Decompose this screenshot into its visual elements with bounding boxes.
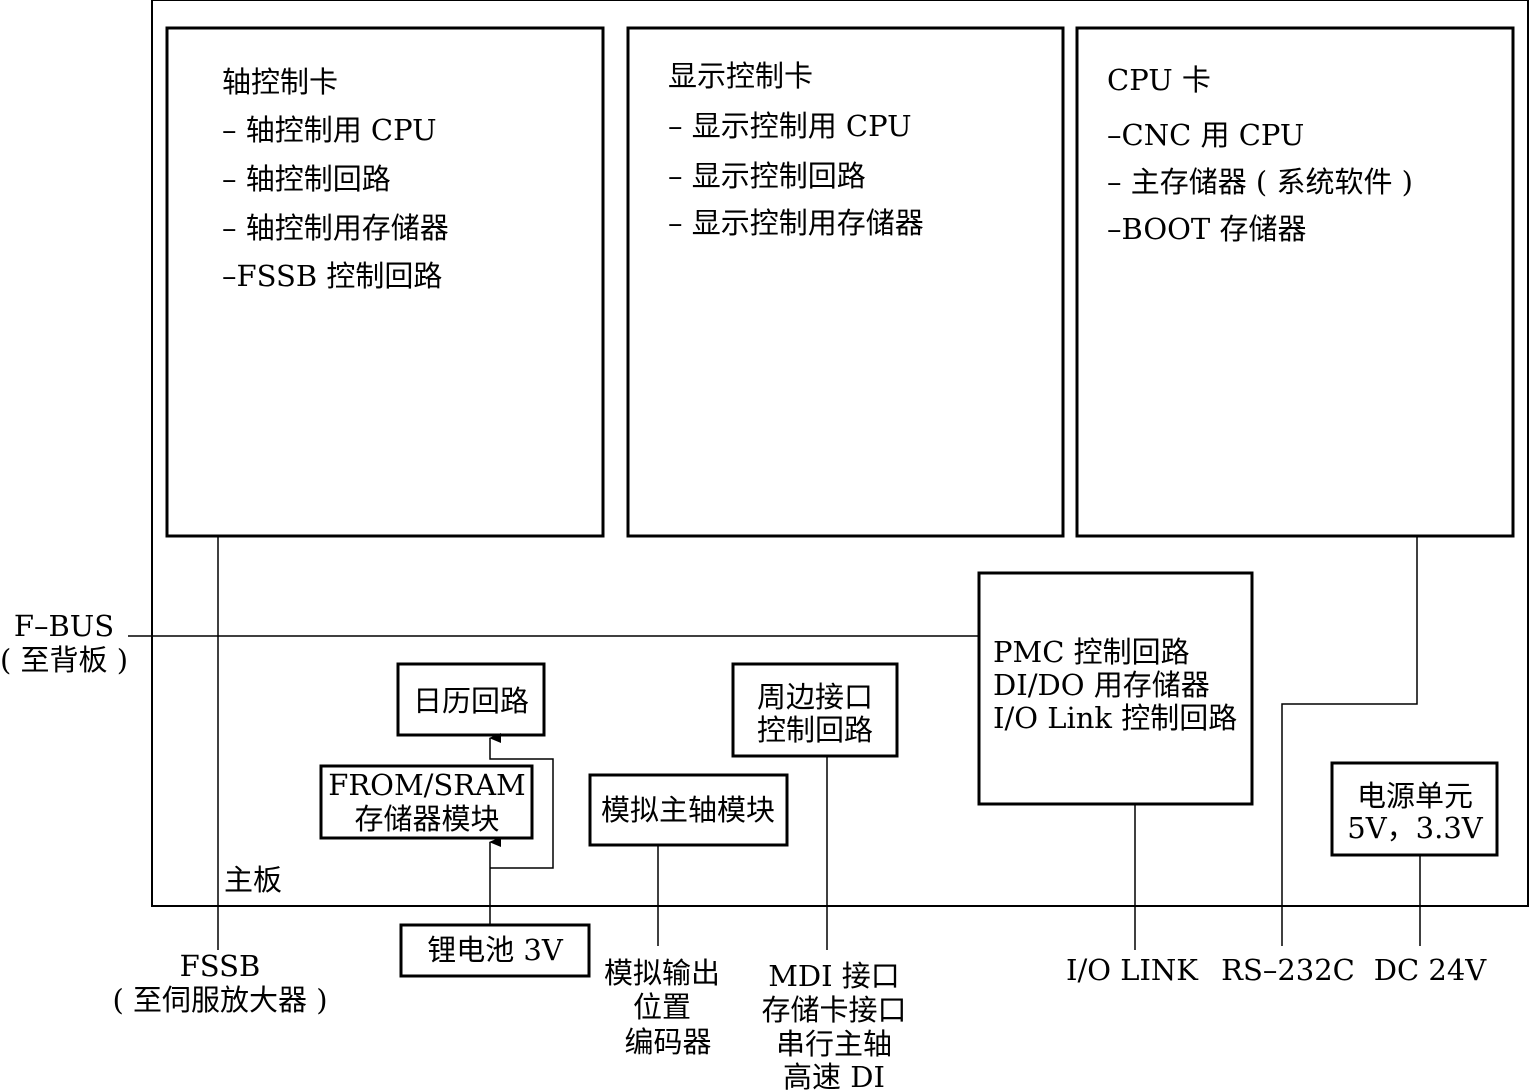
axis-card-item: – 轴控制用存储器 [222,211,449,245]
from-sram-block: FROM/SRAM 存储器模块 [319,764,534,840]
from-sram-box [319,764,534,840]
cpu-card-box [1075,26,1515,538]
cpu-card-title: CPU 卡 [1107,63,1211,97]
power-unit-line: 5V，3.3V [1347,811,1484,845]
analog-output-label: 位置 [633,990,691,1024]
mdi-output-label: 存储卡接口 [761,993,906,1027]
pmc-line: I/O Link 控制回路 [993,701,1237,735]
power-unit-box [1330,761,1499,857]
mdi-output-label: 串行主轴 [776,1027,892,1061]
peripheral-line: 周边接口 [757,680,873,714]
battery-to-calendar-arrow [489,733,554,869]
pmc-line: DI/DO 用存储器 [993,668,1210,702]
power-unit-block: 电源单元 5V，3.3V [1330,761,1499,857]
from-sram-line: 存储器模块 [354,802,499,836]
analog-spindle-box [588,773,789,847]
rs232c-output-label: RS–232C [1221,953,1355,987]
pmc-line: PMC 控制回路 [993,635,1190,669]
display-card-item: – 显示控制回路 [668,159,866,193]
display-control-card: 显示控制卡 – 显示控制用 CPU – 显示控制回路 – 显示控制用存储器 [626,26,1065,538]
analog-output-label: 编码器 [624,1025,711,1059]
display-card-title: 显示控制卡 [668,59,813,93]
fbus-sublabel: ( 至背板 ) [0,643,128,677]
mdi-output-label: MDI 接口 [768,959,900,993]
battery-box [399,923,591,978]
axis-control-card: 轴控制卡 – 轴控制用 CPU – 轴控制回路 – 轴控制用存储器 –FSSB … [165,26,605,538]
axis-card-item: – 轴控制回路 [222,162,391,196]
cpu-card: CPU 卡 –CNC 用 CPU – 主存储器 ( 系统软件 ) –BOOT 存… [1075,26,1515,538]
pmc-box [977,571,1254,806]
analog-spindle-block: 模拟主轴模块 [588,773,789,847]
display-card-box [626,26,1065,538]
display-card-item: – 显示控制用 CPU [668,109,912,143]
peripheral-block: 周边接口 控制回路 [731,662,899,758]
calendar-block: 日历回路 [396,662,546,737]
cpu-card-item: –BOOT 存储器 [1107,212,1306,246]
analog-output-label: 模拟输出 [604,956,720,990]
axis-card-title: 轴控制卡 [222,65,338,99]
fbus-label: F–BUS [14,609,114,643]
cpu-card-item: – 主存储器 ( 系统软件 ) [1107,165,1413,199]
fssb-output-label: FSSB [180,949,261,983]
peripheral-box [731,662,899,758]
io-link-output-label: I/O LINK [1066,953,1199,987]
fssb-output-sublabel: ( 至伺服放大器 ) [112,983,327,1017]
analog-spindle-label: 模拟主轴模块 [601,793,775,827]
display-card-item: – 显示控制用存储器 [668,206,924,240]
dc24v-output-label: DC 24V [1374,953,1488,987]
axis-card-box [165,26,605,538]
peripheral-line: 控制回路 [757,713,873,747]
mdi-output-label: 高速 DI [783,1060,885,1092]
rs232c-line [1281,536,1418,946]
power-unit-line: 电源单元 [1357,779,1473,813]
battery-label: 锂电池 3V [427,933,564,967]
axis-card-item: –FSSB 控制回路 [222,259,442,293]
axis-card-item: – 轴控制用 CPU [222,113,437,147]
cpu-card-item: –CNC 用 CPU [1107,118,1304,152]
mainboard-label: 主板 [224,863,282,897]
mainboard-frame [151,0,1529,907]
from-sram-line: FROM/SRAM [328,768,526,802]
battery-block: 锂电池 3V [399,923,591,978]
pmc-block: PMC 控制回路 DI/DO 用存储器 I/O Link 控制回路 [977,571,1254,806]
calendar-label: 日历回路 [413,684,529,718]
calendar-box [396,662,546,737]
